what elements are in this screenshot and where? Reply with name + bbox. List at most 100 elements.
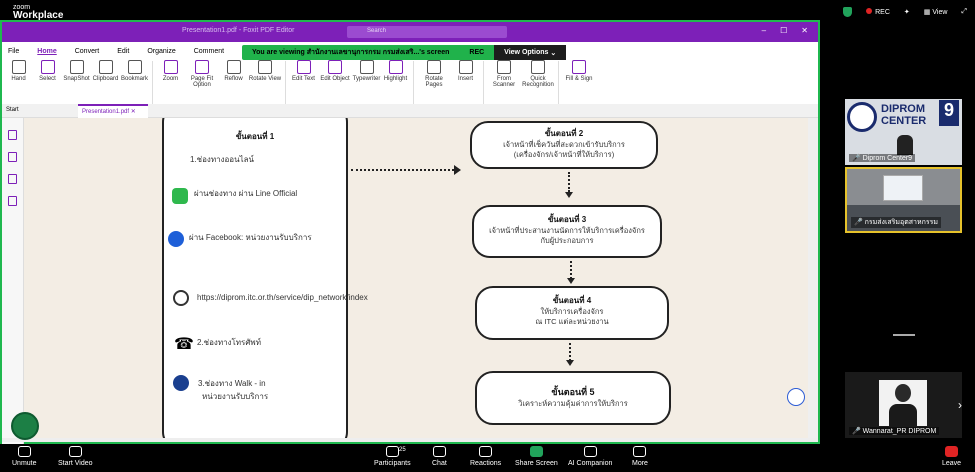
walkin-text-1: 3.ช่องทาง Walk - in xyxy=(198,379,266,388)
tool-edit-text[interactable]: Edit Text xyxy=(289,58,318,115)
tool-insert[interactable]: Insert xyxy=(451,58,480,115)
tab-start[interactable]: Start xyxy=(6,107,19,113)
view-options-button[interactable]: View Options ⌄ xyxy=(494,45,567,60)
share-screen-button[interactable]: Share Screen xyxy=(515,446,558,467)
app-search-input[interactable]: Search xyxy=(347,26,507,38)
pages-panel-icon[interactable] xyxy=(8,152,17,162)
chat-label: Chat xyxy=(432,460,447,467)
maximize-icon[interactable]: ☐ xyxy=(780,26,788,35)
ribbon-tab-home[interactable]: Home xyxy=(37,47,57,55)
start-video-button[interactable]: Start Video xyxy=(58,446,93,467)
step2-title: ขั้นตอนที่ 2 xyxy=(544,129,584,138)
walkin-icon xyxy=(173,375,189,391)
document-title: Presentation1.pdf - Foxit PDF Editor xyxy=(182,27,295,34)
ribbon-tab-file[interactable]: File xyxy=(8,47,20,55)
step2-line1: เจ้าหน้าที่เช็ควันที่สะดวกเข้ารับบริการ xyxy=(503,140,625,149)
participant-tile-diprom-center[interactable]: DIPROM CENTER 9 🎤 Diprom Center9 xyxy=(845,99,962,165)
annotate-pen-button[interactable] xyxy=(11,412,39,440)
meeting-toolbar: Unmute Start Video Participants 25 Chat … xyxy=(0,444,975,472)
tool-label: Hand xyxy=(11,76,26,82)
share-screen-label: Share Screen xyxy=(515,460,558,467)
center-number: 9 xyxy=(939,100,959,126)
tool-label: Rotate Pages xyxy=(425,76,443,88)
reactions-label: Reactions xyxy=(470,460,502,467)
tool-hand[interactable]: Hand xyxy=(4,58,33,115)
tool-label: Edit Object xyxy=(320,76,350,82)
reactions-button[interactable]: Reactions xyxy=(470,446,501,467)
tool-select[interactable]: Select xyxy=(33,58,62,115)
minimize-icon[interactable]: – xyxy=(761,26,767,35)
avatar-body xyxy=(889,404,917,426)
arrow-head-4-5 xyxy=(566,360,574,366)
ribbon-tab-comment[interactable]: Comment xyxy=(193,47,225,55)
vertical-scrollbar[interactable] xyxy=(808,118,818,440)
ribbon-tab-organize[interactable]: Organize xyxy=(147,47,176,55)
leave-button[interactable]: Leave xyxy=(942,446,961,467)
typewriter-icon xyxy=(359,60,374,74)
tool-from-scanner[interactable]: From Scanner xyxy=(487,58,521,115)
tool-page-fit-option[interactable]: Page Fit Option xyxy=(185,58,219,115)
bookmark-icon xyxy=(127,60,142,74)
participants-icon xyxy=(385,446,399,457)
view-button[interactable]: ▦ View xyxy=(923,9,948,16)
ribbon-tab-convert[interactable]: Convert xyxy=(74,47,100,55)
tool-clipboard[interactable]: Clipboard xyxy=(91,58,120,115)
tool-fill-sign[interactable]: Fill & Sign xyxy=(562,58,596,115)
rec-dot-icon xyxy=(866,8,873,14)
tool-label: Typewriter xyxy=(352,76,381,82)
tile1-name-text: Diprom Center9 xyxy=(862,155,913,162)
step4-line2: ณ ITC แต่ละหน่วยงาน xyxy=(535,317,609,327)
tool-label: Edit Text xyxy=(292,76,315,82)
tool-rotate-pages[interactable]: Rotate Pages xyxy=(417,58,451,115)
tool-highlight[interactable]: Highlight xyxy=(381,58,410,115)
tool-reflow[interactable]: Reflow xyxy=(219,58,248,115)
step5-line1: วิเคราะห์ความคุ้มค่าการให้บริการ xyxy=(518,399,628,408)
arrow-2-3 xyxy=(568,172,570,192)
step2-line2: (เครื่องจักร/เจ้าหน้าที่ให้บริการ) xyxy=(513,150,615,160)
tool-quick-recognition[interactable]: Quick Recognition xyxy=(521,58,555,115)
participant-tile-wannarat[interactable]: 🎤 Wannarat_PR DIPROM xyxy=(845,372,962,438)
document-canvas[interactable]: ขั้นตอนที่ 1 1.ช่องทางออนไลน์ ผ่านช่องทา… xyxy=(24,118,808,440)
web-icon xyxy=(173,290,189,306)
participants-button[interactable]: Participants xyxy=(374,446,411,467)
ai-companion-button[interactable]: AI Companion xyxy=(568,446,612,467)
tool-snapshot[interactable]: SnapShot xyxy=(62,58,91,115)
tool-zoom[interactable]: Zoom xyxy=(156,58,185,115)
more-button[interactable]: More xyxy=(632,446,648,467)
encryption-shield-icon[interactable] xyxy=(843,7,853,17)
step1-card: ขั้นตอนที่ 1 1.ช่องทางออนไลน์ xyxy=(162,118,348,440)
tile3-name-text: Wannarat_PR DIPROM xyxy=(862,428,937,435)
leave-icon xyxy=(945,446,959,457)
chat-button[interactable]: Chat xyxy=(432,446,447,467)
arrow-3-4 xyxy=(570,261,572,279)
diprom-logo-icon xyxy=(847,102,877,132)
more-label: More xyxy=(632,460,648,467)
unmute-button[interactable]: Unmute xyxy=(12,446,37,467)
step1-title: ขั้นตอนที่ 1 xyxy=(235,132,275,141)
tool-typewriter[interactable]: Typewriter xyxy=(352,58,381,115)
tool-label: Clipboard xyxy=(92,76,119,82)
window-controls[interactable]: ⤢ xyxy=(961,8,967,15)
leave-label: Leave xyxy=(942,460,962,467)
tab-presentation[interactable]: Presentation1.pdf ✕ xyxy=(78,104,148,118)
from-scanner-icon xyxy=(497,60,511,74)
tool-bookmark[interactable]: Bookmark xyxy=(120,58,149,115)
meeting-room-screen xyxy=(883,175,923,201)
tool-label: Page Fit Option xyxy=(190,76,214,88)
bookmark-panel-icon[interactable] xyxy=(8,130,17,140)
comment-panel-icon[interactable] xyxy=(8,174,17,184)
ribbon-tab-edit[interactable]: Edit xyxy=(117,47,130,55)
attachment-panel-icon[interactable] xyxy=(8,196,17,206)
line-icon xyxy=(172,188,188,204)
panel-divider[interactable] xyxy=(893,334,915,336)
tool-edit-object[interactable]: Edit Object xyxy=(318,58,352,115)
step4-title: ขั้นตอนที่ 4 xyxy=(552,296,592,305)
close-icon[interactable]: ✕ xyxy=(801,26,808,35)
sparkle-icon[interactable]: ✦ xyxy=(903,9,910,16)
edit-text-icon xyxy=(296,60,311,74)
tool-rotate-view[interactable]: Rotate View xyxy=(248,58,282,115)
headset-helper-icon[interactable] xyxy=(787,388,805,406)
next-page-chevron-icon[interactable]: › xyxy=(958,398,962,412)
participant-tile-dip[interactable]: 🎤 กรมส่งเสริมอุตสาหกรรม xyxy=(845,167,962,233)
recording-indicator[interactable]: REC xyxy=(866,8,890,16)
